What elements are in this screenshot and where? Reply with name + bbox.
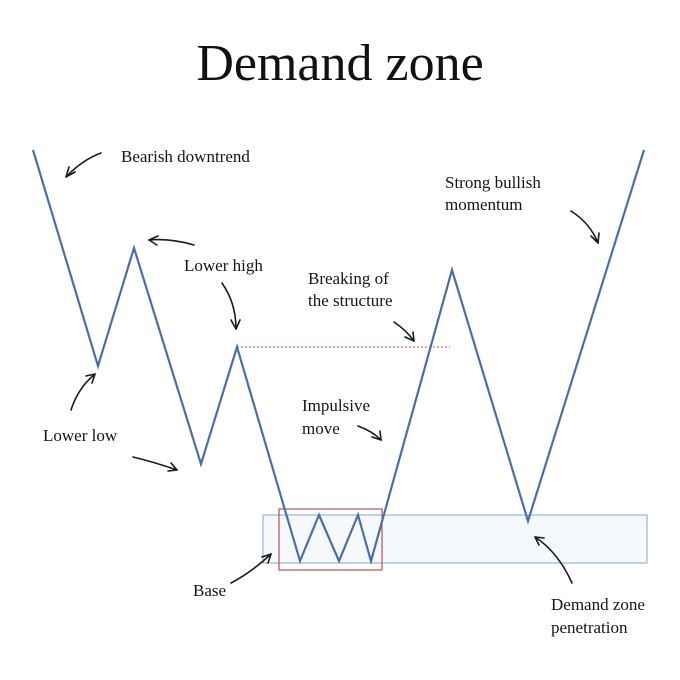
price-path-line — [31, 149, 646, 566]
base-box — [278, 508, 383, 571]
label-demand-penetration-line1: Demand zone — [551, 595, 645, 614]
diagram-title: Demand zone — [196, 35, 483, 92]
demand-zone-rectangle — [262, 514, 648, 564]
arrowhead-breaking-structure — [404, 331, 415, 342]
arrowhead-lower-high — [230, 319, 241, 330]
arrowhead-lower-high-top — [148, 235, 159, 246]
label-strong-bullish-line1: Strong bullish — [445, 173, 541, 192]
arrow-lower-high-top — [148, 238, 195, 246]
arrow-lower-low-up — [70, 373, 96, 411]
arrow-breaking-structure — [393, 321, 415, 342]
label-strong-bullish-line2: momentum — [445, 195, 522, 214]
arrow-strong-bullish — [570, 210, 599, 244]
arrowhead-strong-bullish — [590, 232, 600, 244]
label-lower-low: Lower low — [43, 426, 118, 445]
arrowhead-bearish-downtrend — [65, 166, 76, 178]
arrow-impulsive-move — [357, 425, 382, 441]
arrow-lower-low-right — [132, 456, 178, 471]
arrow-base — [230, 553, 272, 584]
arrowhead-demand-penetration — [534, 536, 545, 546]
label-demand-penetration-line2: penetration — [551, 618, 628, 637]
arrowhead-lower-low-right — [167, 462, 178, 472]
arrowhead-base — [261, 553, 272, 564]
label-lower-high: Lower high — [184, 256, 263, 275]
label-breaking-structure-line1: Breaking of — [308, 269, 389, 288]
label-impulsive-move-line2: move — [302, 419, 340, 438]
label-impulsive-move-line1: Impulsive — [302, 396, 370, 415]
label-bearish-downtrend: Bearish downtrend — [121, 147, 250, 166]
arrowhead-impulsive-move — [371, 430, 382, 441]
label-breaking-structure-line2: the structure — [308, 291, 393, 310]
label-base: Base — [193, 581, 226, 600]
arrow-bearish-downtrend — [65, 152, 102, 178]
arrow-lower-high — [221, 282, 237, 330]
arrowhead-lower-low-up — [85, 373, 96, 384]
arrow-demand-penetration — [534, 536, 573, 584]
